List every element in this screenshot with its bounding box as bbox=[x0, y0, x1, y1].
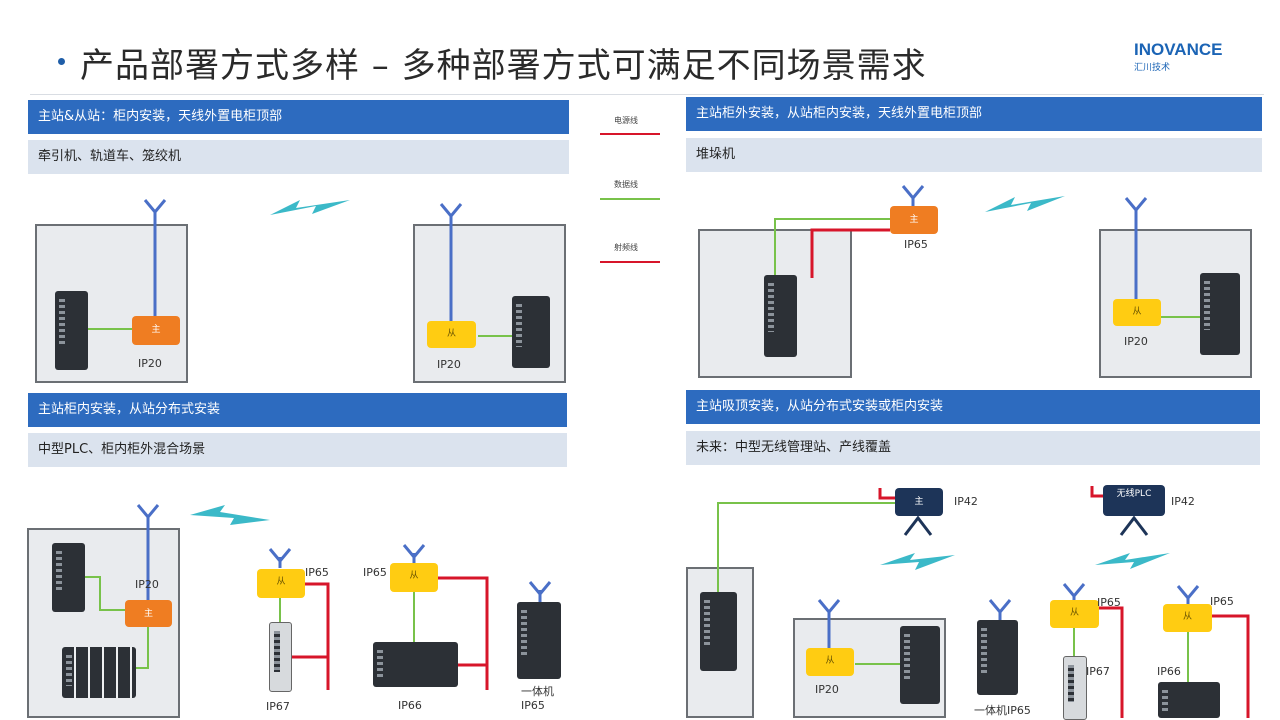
brand-logo: INOVANCE bbox=[1134, 40, 1223, 59]
integrated-motor-icon bbox=[517, 602, 561, 679]
ip-rating-label: IP65 bbox=[363, 566, 387, 579]
panel1-master-station: 主 bbox=[132, 316, 180, 345]
antenna-icon bbox=[439, 203, 463, 322]
antenna-icon bbox=[903, 515, 933, 536]
antenna-icon bbox=[268, 548, 292, 568]
antenna-icon bbox=[136, 504, 160, 600]
plc-controller-icon bbox=[52, 543, 85, 612]
panel3-slave-station-2: 从 bbox=[390, 563, 438, 592]
antenna-icon bbox=[143, 199, 167, 318]
wireless-signal-icon bbox=[880, 553, 955, 570]
panel3-slave-station-1: 从 bbox=[257, 569, 305, 598]
antenna-icon bbox=[817, 599, 841, 648]
wireless-signal-icon bbox=[1095, 553, 1170, 569]
ip-rating-label: IP65 bbox=[904, 238, 928, 251]
panel3-header: 主站柜内安装，从站分布式安装 bbox=[28, 393, 567, 427]
io-module-rack-icon bbox=[62, 647, 136, 698]
wireless-signal-icon bbox=[190, 505, 270, 525]
panel2-header: 主站柜外安装，从站柜内安装，天线外置电柜顶部 bbox=[686, 97, 1262, 131]
panel4-slave-station-2: 从 bbox=[1163, 604, 1212, 632]
ip-rating-label: IP20 bbox=[437, 358, 461, 371]
antenna-icon bbox=[988, 599, 1012, 620]
servo-drive-icon bbox=[512, 296, 550, 368]
panel1-subheader: 牵引机、轨道车、笼绞机 bbox=[28, 140, 569, 174]
ip-rating-label: IP42 bbox=[1171, 495, 1195, 508]
ip-rating-label: IP66 bbox=[1157, 665, 1181, 678]
page-title: 产品部署方式多样 – 多种部署方式可满足不同场景需求 bbox=[80, 46, 927, 86]
ip-rating-label: IP65 bbox=[1210, 595, 1234, 608]
ip-rating-label: IP65 bbox=[1097, 596, 1121, 609]
ip-rating-label: IP20 bbox=[1124, 335, 1148, 348]
panel3-master-station: 主 bbox=[125, 600, 172, 627]
device-label: 一体机IP65 bbox=[974, 704, 1031, 717]
brand-logo-subtitle: 汇川技术 bbox=[1134, 63, 1171, 73]
legend-power-label: 电源线 bbox=[614, 116, 638, 125]
integrated-motor-icon bbox=[977, 620, 1018, 695]
panel2-subheader: 堆垛机 bbox=[686, 138, 1262, 172]
servo-drive-icon bbox=[764, 275, 797, 357]
panel4-wireless-plc: 无线PLC bbox=[1103, 485, 1165, 516]
servo-drive-icon bbox=[900, 626, 940, 704]
panel4-slave-station-cabinet: 从 bbox=[806, 648, 854, 676]
ip-rating-label: IP66 bbox=[398, 699, 422, 712]
panel3-subheader: 中型PLC、柜内柜外混合场景 bbox=[28, 433, 567, 467]
antenna-icon bbox=[402, 544, 426, 563]
ip-rating-label: IP20 bbox=[135, 578, 159, 591]
plc-module-icon bbox=[373, 642, 458, 687]
panel2-slave-station: 从 bbox=[1113, 299, 1161, 326]
antenna-icon bbox=[1119, 515, 1149, 536]
ip-rating-label: IP20 bbox=[138, 357, 162, 370]
remote-io-icon bbox=[269, 622, 292, 692]
ip-rating-label: IP65 bbox=[305, 566, 329, 579]
panel4-master-station: 主 bbox=[895, 488, 943, 516]
servo-drive-icon bbox=[1200, 273, 1240, 355]
antenna-icon bbox=[1176, 585, 1200, 604]
ip-rating-label: IP67 bbox=[266, 700, 290, 713]
ip-rating-label: IP65 bbox=[521, 699, 545, 712]
panel4-header: 主站吸顶安装，从站分布式安装或柜内安装 bbox=[686, 390, 1260, 424]
ip-rating-label: IP42 bbox=[954, 495, 978, 508]
wireless-signal-icon bbox=[270, 200, 350, 215]
legend-rf-label: 射频线 bbox=[614, 243, 638, 252]
wireless-signal-icon bbox=[985, 196, 1065, 212]
servo-drive-icon bbox=[700, 592, 737, 671]
panel1-header: 主站&从站：柜内安装，天线外置电柜顶部 bbox=[28, 100, 569, 134]
antenna-icon bbox=[1124, 197, 1148, 300]
panel4-slave-station-1: 从 bbox=[1050, 600, 1099, 628]
plc-module-icon bbox=[1158, 682, 1220, 718]
ip-rating-label: IP67 bbox=[1086, 665, 1110, 678]
title-bullet bbox=[58, 58, 65, 65]
panel1-slave-station: 从 bbox=[427, 321, 476, 348]
title-divider bbox=[30, 94, 1264, 95]
panel2-master-station: 主 bbox=[890, 206, 938, 234]
device-label: 一体机 bbox=[521, 685, 554, 698]
antenna-icon bbox=[528, 581, 552, 602]
remote-io-icon bbox=[1063, 656, 1087, 720]
servo-drive-icon bbox=[55, 291, 88, 370]
panel4-subheader: 未来：中型无线管理站、产线覆盖 bbox=[686, 431, 1260, 465]
ip-rating-label: IP20 bbox=[815, 683, 839, 696]
legend-data-label: 数据线 bbox=[614, 180, 638, 189]
